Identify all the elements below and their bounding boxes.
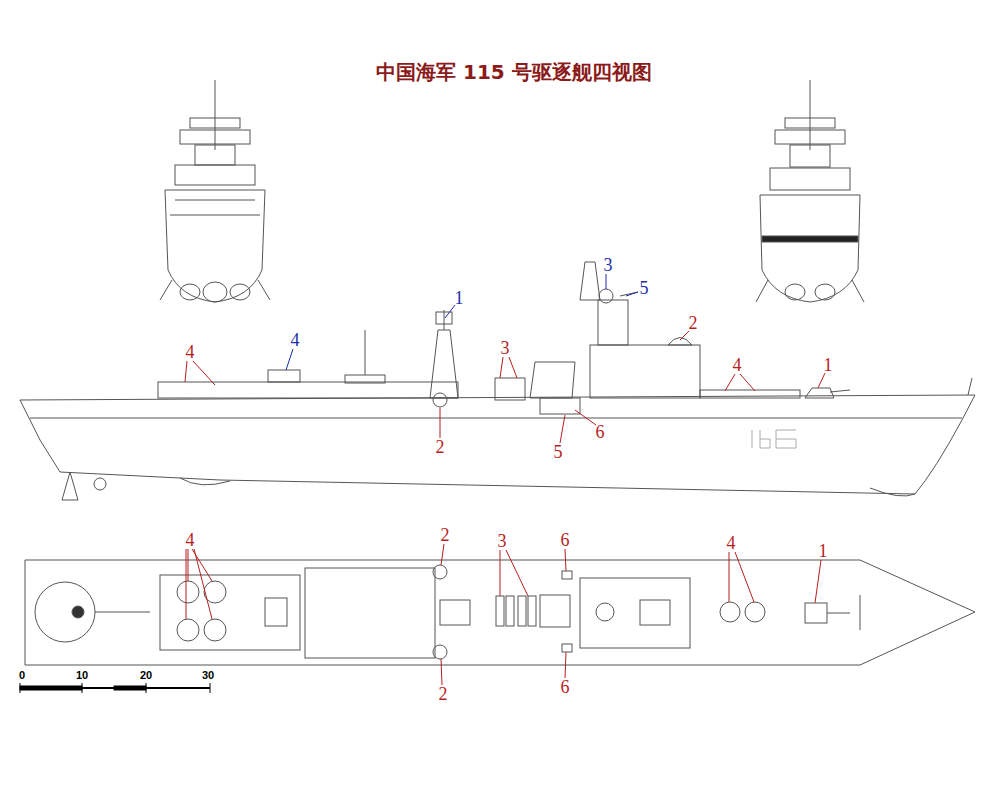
front-view xyxy=(160,80,270,302)
callout-number: 3 xyxy=(604,256,613,274)
callout-number: 2 xyxy=(441,526,450,544)
callout-number: 4 xyxy=(186,531,195,549)
callout-number: 5 xyxy=(640,279,649,297)
callout-number: 1 xyxy=(824,356,833,374)
callout-number: 6 xyxy=(596,423,605,441)
callout-number: 5 xyxy=(554,443,563,461)
callout-number: 2 xyxy=(439,685,448,703)
callout-number: 1 xyxy=(819,542,828,560)
callout-number: 1 xyxy=(455,289,464,307)
callout-number: 4 xyxy=(291,331,300,349)
rear-view xyxy=(756,80,864,302)
scale-bar xyxy=(20,683,210,693)
scale-number: 10 xyxy=(76,670,88,681)
callout-number: 4 xyxy=(733,356,742,374)
diagram-title: 中国海军 115 号驱逐舰四视图 xyxy=(376,62,652,82)
side-view xyxy=(20,262,975,500)
callout-number: 6 xyxy=(561,531,570,549)
callout-number: 4 xyxy=(727,534,736,552)
callout-number: 2 xyxy=(689,314,698,332)
callout-number: 3 xyxy=(501,339,510,357)
callout-number: 3 xyxy=(498,532,507,550)
callout-number: 4 xyxy=(186,343,195,361)
scale-number: 30 xyxy=(202,670,214,681)
scale-number: 20 xyxy=(140,670,152,681)
scale-number: 0 xyxy=(19,670,25,681)
callout-number: 6 xyxy=(561,678,570,696)
callout-number: 2 xyxy=(436,438,445,456)
leader-lines xyxy=(185,274,825,685)
